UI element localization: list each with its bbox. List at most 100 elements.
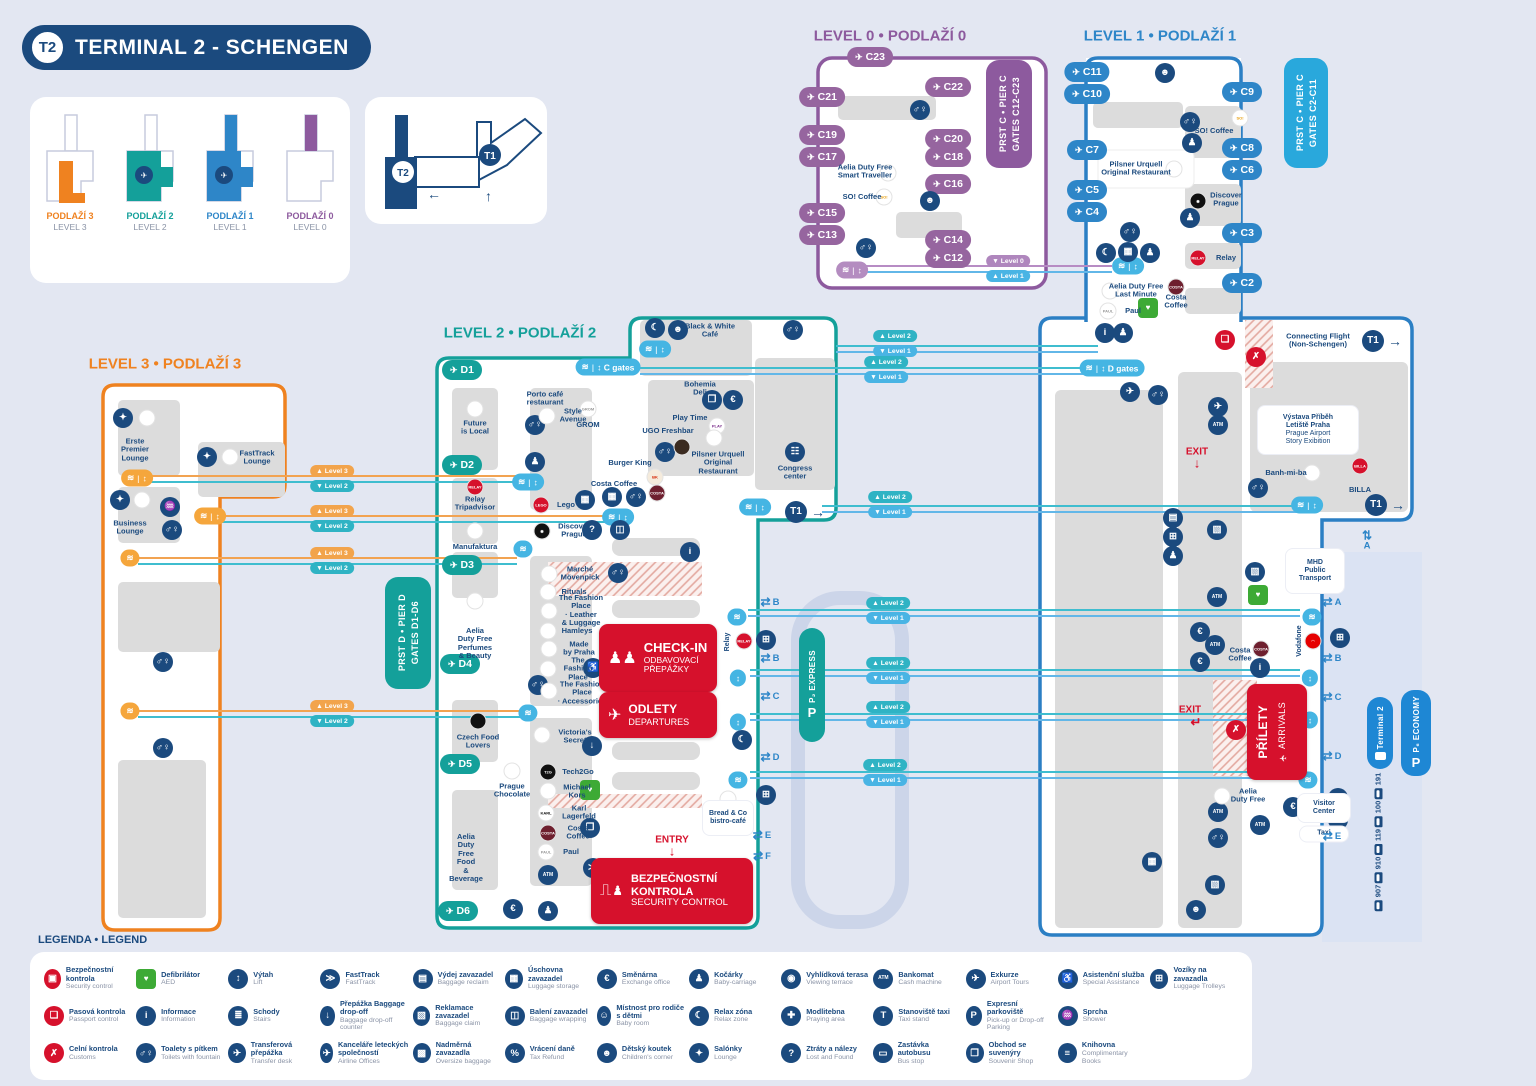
logo-shop bbox=[221, 448, 239, 466]
crossing-arrows-icon: ⇄ bbox=[1322, 829, 1333, 843]
toilets-icon: ♂♀ bbox=[162, 520, 182, 540]
level-tag-level-1: ▼ Level 1 bbox=[863, 774, 907, 786]
level-tag-level-2: ▲ Level 2 bbox=[866, 597, 910, 609]
shop-karl-lagerfeld: Karl Lagerfeld bbox=[562, 803, 596, 821]
shop-billa: BILLA bbox=[1348, 484, 1372, 494]
escalator-lift-chip: ≋ bbox=[1302, 608, 1322, 626]
page-title: TERMINAL 2 - SCHENGEN bbox=[75, 35, 349, 59]
baggage-reclaim-icon: ▤ bbox=[1163, 508, 1183, 528]
gate-C11: ✈C11 bbox=[1064, 62, 1110, 82]
logo-costa: COSTA bbox=[648, 484, 666, 502]
exchange-office-icon: € bbox=[503, 899, 523, 919]
gate-C15: ✈C15 bbox=[799, 203, 845, 223]
airport-tours-icon: ✈ bbox=[965, 968, 986, 989]
label-relay: Relay bbox=[723, 632, 731, 652]
crossing-arrows-icon: ⇄ bbox=[1322, 749, 1333, 763]
shop-pilsner-urquell-original-restaur: Pilsner Urquell Original Restaurant bbox=[691, 449, 745, 476]
shop-so-coffee: SO! Coffee bbox=[842, 191, 882, 201]
shop-fasttrack-lounge: FastTrack Lounge bbox=[239, 448, 275, 466]
cash-machine-icon: ATM bbox=[1250, 815, 1270, 835]
shop-erste-premier-lounge: Erste Premier Lounge bbox=[121, 436, 149, 463]
logo-relay: RELAY bbox=[735, 632, 753, 650]
gate-C18: ✈C18 bbox=[925, 147, 971, 167]
gate-D4: ✈D4 bbox=[440, 654, 480, 674]
logo-so: SO! bbox=[875, 188, 893, 206]
escalator-lift-chip: ↕ bbox=[729, 669, 747, 687]
level-connection-line bbox=[750, 675, 1300, 677]
shop-style-avenue: Style Avenue bbox=[559, 406, 587, 424]
legend-label-cz: Balení zavazadel bbox=[529, 1006, 588, 1016]
crossing-E: ⇄E bbox=[1322, 829, 1342, 843]
logo-shop bbox=[879, 164, 897, 182]
baggage-reclaim-icon: ▤ bbox=[412, 968, 433, 989]
exchange-office-icon: € bbox=[1190, 652, 1210, 672]
level-connection-line bbox=[750, 777, 1296, 779]
legend-label-cz: Ztráty a nálezy bbox=[806, 1044, 857, 1054]
legend-label-cz: Salónky bbox=[714, 1044, 743, 1054]
level-sub: LEVEL 1 bbox=[213, 222, 247, 232]
logo-shop bbox=[540, 640, 558, 658]
logo-paul: PAUL bbox=[537, 843, 555, 861]
level-tag-level-2: ▲ Level 2 bbox=[873, 330, 917, 342]
shop-relay-tripadvisor: Relay Tripadvisor bbox=[454, 494, 496, 512]
relax-zone-icon: ☾ bbox=[1096, 243, 1116, 263]
crossing-arrows-icon: ⇅ bbox=[1361, 528, 1373, 543]
odlety-icon: ✈ bbox=[608, 707, 622, 724]
information-icon: i bbox=[1095, 323, 1115, 343]
shop-costa-coffee: Costa Coffee bbox=[1228, 645, 1252, 663]
gate-C6: ✈C6 bbox=[1222, 160, 1262, 180]
legend-label-en: Information bbox=[161, 1016, 196, 1024]
legend-label-en: Luggage storage bbox=[528, 983, 580, 991]
shop-relay: Relay bbox=[1215, 252, 1237, 262]
bus-icon bbox=[1374, 872, 1382, 884]
escalator-lift-chip: ≋|↕ bbox=[512, 473, 544, 491]
bus-icon bbox=[1374, 844, 1382, 856]
relax-zone-icon: ☾ bbox=[689, 1005, 710, 1026]
tax-refund-icon: % bbox=[504, 1043, 525, 1064]
level-connection-line bbox=[836, 345, 1098, 347]
lost-and-found-icon: ? bbox=[582, 520, 602, 540]
lounge-icon: ✦ bbox=[197, 447, 217, 467]
logo-costa: COSTA bbox=[1252, 640, 1270, 658]
toilets-icon: ♂♀ bbox=[1208, 828, 1228, 848]
level-tag-level-2: ▲ Level 2 bbox=[863, 759, 907, 771]
legend-label-cz: Úschovna zavazadel bbox=[528, 965, 563, 983]
level-tag-level-1: ▼ Level 1 bbox=[866, 672, 910, 684]
level-connection-line bbox=[750, 669, 1300, 671]
terminal-header: T2 TERMINAL 2 - SCHENGEN bbox=[22, 25, 371, 70]
souvenir-shop-icon: ❒ bbox=[580, 818, 600, 838]
legend-label-cz: Přepážka Baggage drop-off bbox=[339, 998, 405, 1017]
toilets-icon: ♂♀ bbox=[910, 100, 930, 120]
shop-burger-king: Burger King bbox=[608, 457, 652, 467]
toilets-fountain-icon: ♂♀ bbox=[153, 738, 173, 758]
shop-czech-food-lovers: Czech Food Lovers bbox=[456, 732, 500, 750]
gate-D6: ✈D6 bbox=[438, 901, 478, 921]
legend-label-en: Baby room bbox=[616, 1020, 650, 1028]
congress-icon: ☷ bbox=[785, 442, 805, 462]
level-shape bbox=[286, 114, 334, 202]
level-tag-level-2: ▼ Level 2 bbox=[310, 480, 354, 492]
section-title-level-3-podla-3: LEVEL 3 • PODLAŽÍ 3 bbox=[88, 355, 242, 373]
label-entry: ENTRY bbox=[655, 834, 689, 846]
logo-shop bbox=[539, 782, 557, 800]
bus-stop-119: 119 bbox=[1374, 829, 1383, 856]
crossing-B: ⇄B bbox=[760, 595, 780, 609]
logo-shop bbox=[540, 602, 558, 620]
legend-label-en: Relax zone bbox=[714, 1016, 749, 1024]
